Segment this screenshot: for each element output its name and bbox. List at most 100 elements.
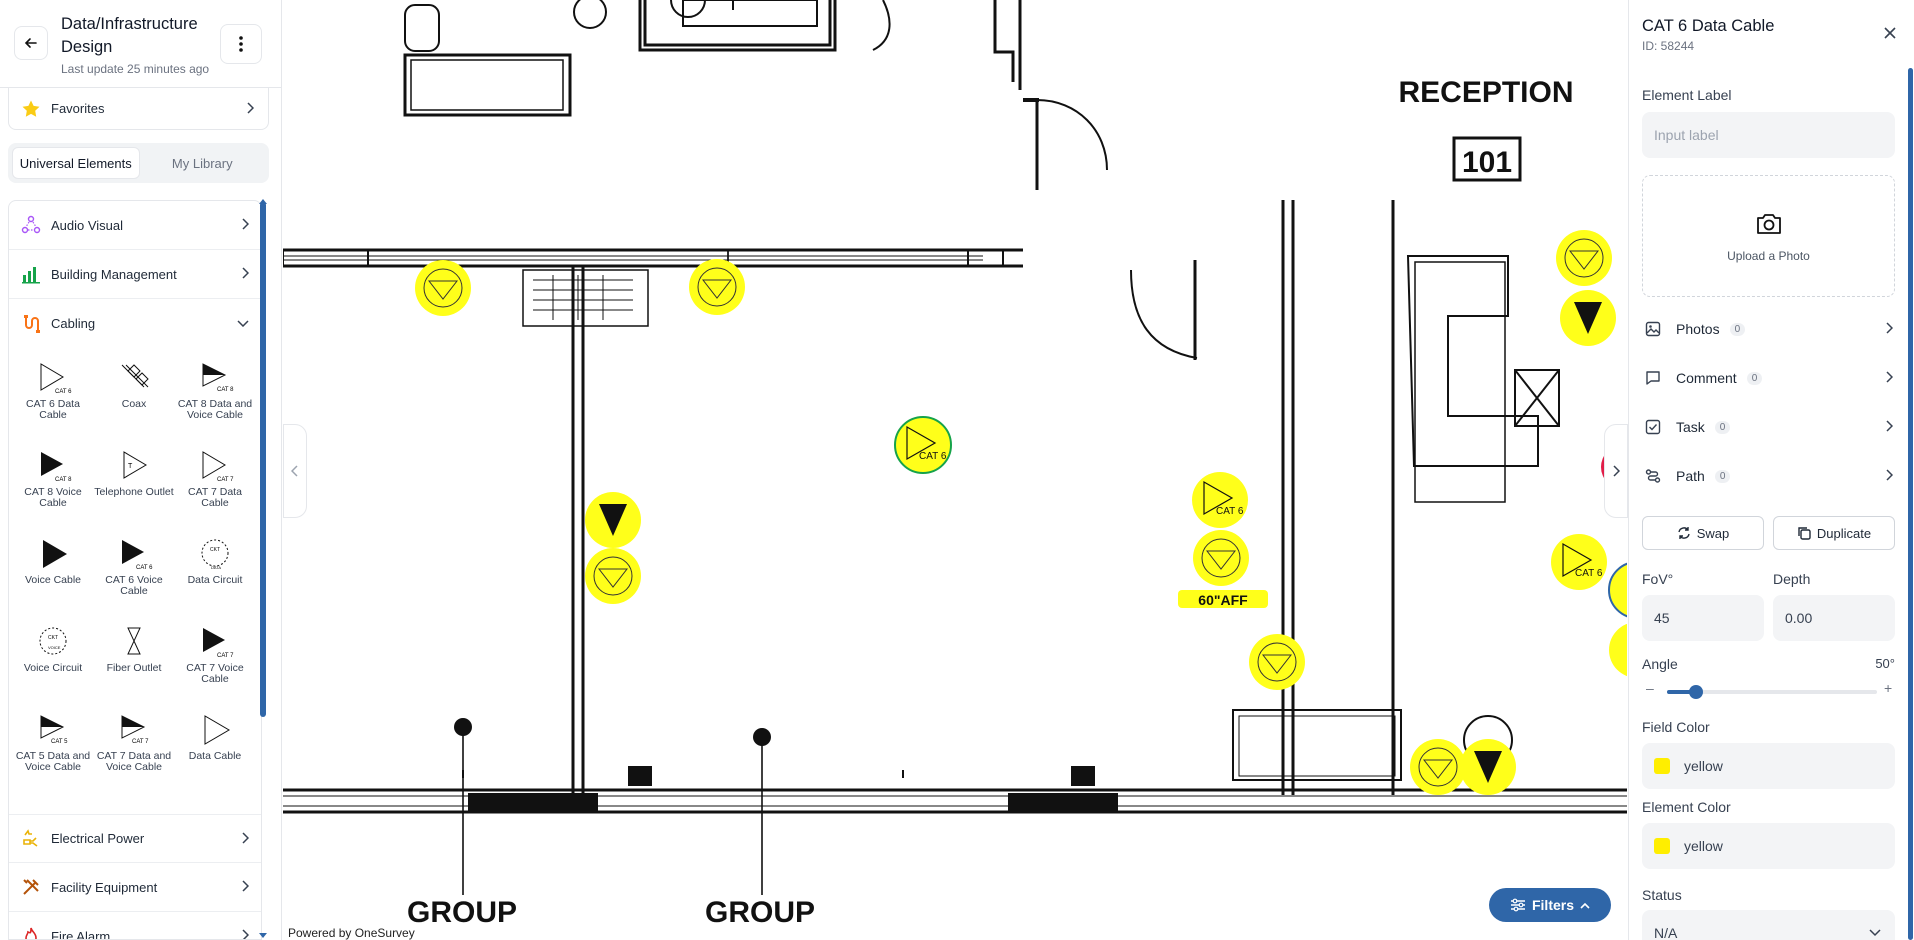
marker-cat6-data-cable[interactable]: CAT 6 (1192, 472, 1248, 528)
close-panel-button[interactable] (1881, 24, 1899, 42)
element-label: Fiber Outlet (106, 662, 162, 674)
fov-label: FoV° (1642, 571, 1674, 587)
category-cabling[interactable]: Cabling (9, 299, 261, 348)
path-row[interactable]: Path 0 (1642, 456, 1895, 496)
svg-text:CKT: CKT (210, 547, 220, 553)
element-cat8-voice-cable[interactable]: CAT 8 CAT 8 Voice Cable (13, 449, 93, 537)
project-title: Data/Infrastructure Design (61, 15, 198, 56)
more-options-button[interactable] (220, 24, 262, 64)
element-color-select[interactable]: yellow (1642, 823, 1895, 869)
field-color-select[interactable]: yellow (1642, 743, 1895, 789)
angle-slider-fill (1667, 690, 1697, 694)
chevron-up-icon (1580, 902, 1590, 909)
marker-outlet[interactable] (585, 548, 641, 604)
marker-cat6-data-cable[interactable]: CAT 6 (1551, 534, 1607, 590)
angle-label: Angle (1642, 656, 1678, 672)
status-select[interactable]: N/A (1642, 910, 1895, 940)
chevron-right-icon (1886, 469, 1893, 481)
angle-increase-button[interactable]: + (1884, 680, 1893, 696)
marker-voice[interactable] (1560, 290, 1616, 346)
marker-cat6-data-cable-selected[interactable]: CAT 6 (894, 416, 952, 474)
element-coax[interactable]: Coax (94, 361, 174, 449)
marker-outlet[interactable] (1410, 739, 1466, 795)
cat8-data-voice-cable-icon: CAT 8 (202, 363, 234, 393)
angle-decrease-button[interactable]: – (1646, 680, 1654, 696)
scroll-down-arrow[interactable] (259, 933, 267, 938)
marker-outlet[interactable] (1249, 634, 1305, 690)
marker-outlet[interactable] (415, 260, 471, 316)
chevron-right-icon (1886, 371, 1893, 383)
close-icon (1884, 27, 1896, 39)
height-label: 60"AFF (1198, 592, 1248, 608)
task-count-badge: 0 (1714, 420, 1731, 434)
chevron-right-icon (1886, 322, 1893, 334)
cat8-voice-cable-icon: CAT 8 (41, 452, 72, 483)
marker-partial[interactable] (1608, 562, 1627, 618)
angle-slider-thumb[interactable] (1689, 685, 1704, 699)
collapse-left-panel-button[interactable] (283, 424, 307, 518)
category-electrical-power[interactable]: Electrical Power (9, 814, 261, 863)
filters-button[interactable]: Filters (1489, 888, 1611, 922)
marker-outlet[interactable] (1193, 530, 1249, 586)
upload-photo-dropzone[interactable]: Upload a Photo (1642, 175, 1895, 297)
chevron-right-icon (242, 832, 249, 844)
element-color-value: yellow (1684, 838, 1723, 854)
svg-text:T: T (128, 463, 133, 470)
svg-text:CAT 7: CAT 7 (132, 739, 149, 745)
row-label: Photos (1676, 321, 1720, 337)
element-data-cable[interactable]: Data Cable (175, 713, 255, 801)
marker-outlet[interactable] (1556, 230, 1612, 286)
angle-value: 50° (1875, 656, 1895, 671)
element-voice-cable[interactable]: Voice Cable (13, 537, 93, 625)
chevron-left-icon (291, 465, 298, 477)
angle-slider[interactable] (1667, 685, 1877, 699)
sliders-icon (1510, 898, 1525, 912)
marker-partial[interactable] (1609, 622, 1627, 678)
swap-button[interactable]: Swap (1642, 516, 1764, 550)
tab-universal-elements[interactable]: Universal Elements (12, 147, 140, 179)
element-label: Telephone Outlet (94, 486, 174, 498)
chevron-right-icon (1886, 420, 1893, 432)
element-fiber-outlet[interactable]: Fiber Outlet (94, 625, 174, 713)
depth-input[interactable] (1773, 595, 1895, 641)
element-cat7-voice-cable[interactable]: CAT 7 CAT 7 Voice Cable (175, 625, 255, 713)
category-fire-alarm[interactable]: Fire Alarm (9, 912, 261, 939)
comment-row[interactable]: Comment 0 (1642, 358, 1895, 398)
category-audio-visual[interactable]: Audio Visual (9, 201, 261, 250)
marker-voice[interactable] (585, 492, 641, 548)
tab-my-library[interactable]: My Library (171, 155, 233, 171)
panel-scrollbar[interactable] (1908, 68, 1913, 940)
element-telephone-outlet[interactable]: T Telephone Outlet (94, 449, 174, 537)
element-cat7-data-voice-cable[interactable]: CAT 7 CAT 7 Data and Voice Cable (94, 713, 174, 801)
photos-row[interactable]: Photos 0 (1642, 309, 1895, 349)
scroll-up-arrow[interactable] (259, 199, 267, 204)
element-cat5-data-voice-cable[interactable]: CAT 5 CAT 5 Data and Voice Cable (13, 713, 93, 801)
marker-outlet[interactable] (689, 259, 745, 315)
cat5-data-voice-cable-icon: CAT 5 (40, 715, 68, 745)
collapse-right-panel-button[interactable] (1604, 424, 1628, 518)
duplicate-button[interactable]: Duplicate (1773, 516, 1895, 550)
element-label-input[interactable] (1642, 112, 1895, 158)
chevron-right-icon (1613, 465, 1620, 477)
element-label: CAT 8 Voice Cable (24, 486, 82, 509)
powered-by-text: Powered by OneSurvey (288, 926, 415, 940)
back-button[interactable] (14, 26, 48, 60)
element-cat6-data-cable[interactable]: CAT 6 CAT 6 Data Cable (13, 361, 93, 449)
element-cat7-data-cable[interactable]: CAT 7 CAT 7 Data Cable (175, 449, 255, 537)
element-cat8-data-voice-cable[interactable]: CAT 8 CAT 8 Data and Voice Cable (175, 361, 255, 449)
marker-voice[interactable] (1460, 739, 1516, 795)
category-label: Cabling (51, 316, 96, 331)
star-icon (22, 100, 40, 117)
image-icon (1644, 321, 1662, 337)
sidebar-scrollbar[interactable] (260, 202, 266, 717)
element-cat6-voice-cable[interactable]: CAT 6 CAT 6 Voice Cable (94, 537, 174, 625)
fov-input[interactable] (1642, 595, 1764, 641)
category-building-management[interactable]: Building Management (9, 250, 261, 299)
favorites-row[interactable]: Favorites (8, 88, 269, 130)
task-row[interactable]: Task 0 (1642, 407, 1895, 447)
floor-plan-canvas[interactable]: RECEPTION 101 GROUP GROUP CAT 6 CAT 6 (283, 0, 1627, 940)
category-facility-equipment[interactable]: Facility Equipment (9, 863, 261, 912)
